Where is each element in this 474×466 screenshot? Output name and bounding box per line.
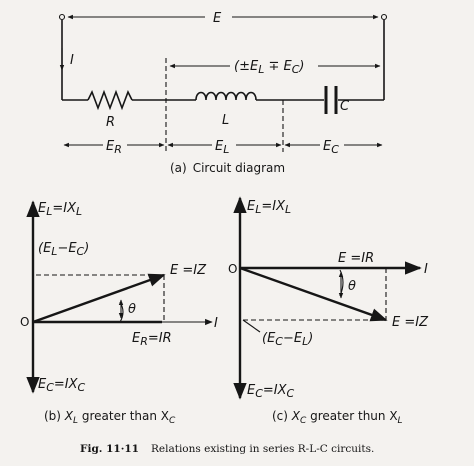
b-diff-label: (EL−EC) bbox=[38, 241, 89, 258]
EC-label: EC bbox=[323, 139, 339, 156]
b-origin-label: O bbox=[20, 315, 29, 329]
b-caption: (b) XL greater than XC bbox=[44, 409, 176, 426]
c-diff-label: (EC−EL) bbox=[262, 331, 313, 348]
inductor-label: L bbox=[222, 113, 229, 128]
current-label: I bbox=[70, 53, 74, 68]
ER-label: ER bbox=[106, 139, 122, 156]
c-EC-label: EC=IXC bbox=[247, 383, 295, 400]
c-EL-label: EL=IXL bbox=[247, 199, 291, 216]
b-theta-label: θ bbox=[128, 302, 136, 317]
terminal-left bbox=[58, 13, 66, 21]
circuit-diagram: E I R L C (±EL ∓ EC) ER bbox=[58, 11, 388, 175]
b-I-label: I bbox=[214, 316, 218, 331]
c-E-IZ-label: E =IZ bbox=[392, 315, 429, 330]
LC-bracket-label: (±EL ∓ EC) bbox=[234, 59, 304, 76]
c-theta-label: θ bbox=[348, 279, 356, 294]
b-EZ-label: E =IZ bbox=[170, 263, 207, 278]
c-caption: (c) XC greater thun XL bbox=[272, 409, 403, 426]
c-origin-label: O bbox=[228, 262, 237, 276]
phasor-diagram-b: EL=IXL (EL−EC) O θ E =IZ ER=IR I EC=IXC … bbox=[20, 200, 218, 426]
b-ER-label: ER=IR bbox=[132, 331, 172, 348]
c-E-IR-label: E =IR bbox=[338, 251, 374, 266]
b-EZ-vector bbox=[32, 273, 166, 324]
terminal-right bbox=[380, 13, 388, 21]
resistor-label: R bbox=[106, 115, 115, 130]
c-diff-leader bbox=[242, 319, 261, 333]
c-I-label: I bbox=[424, 262, 428, 277]
phasor-diagram-c: EL=IXL O E =IR I θ E =IZ (EC−EL) EC=IXC … bbox=[228, 196, 429, 426]
c-EZ-vector bbox=[239, 266, 388, 322]
b-EC-label: EC=IXC bbox=[38, 377, 86, 394]
b-EL-label: EL=IXL bbox=[38, 201, 82, 218]
E-label: E bbox=[213, 11, 222, 26]
capacitor-label: C bbox=[340, 99, 350, 114]
caption-a: (a)Circuit diagram bbox=[170, 161, 285, 175]
EL-label: EL bbox=[215, 139, 229, 156]
inductor-symbol bbox=[195, 91, 257, 101]
resistor-symbol bbox=[87, 89, 133, 111]
